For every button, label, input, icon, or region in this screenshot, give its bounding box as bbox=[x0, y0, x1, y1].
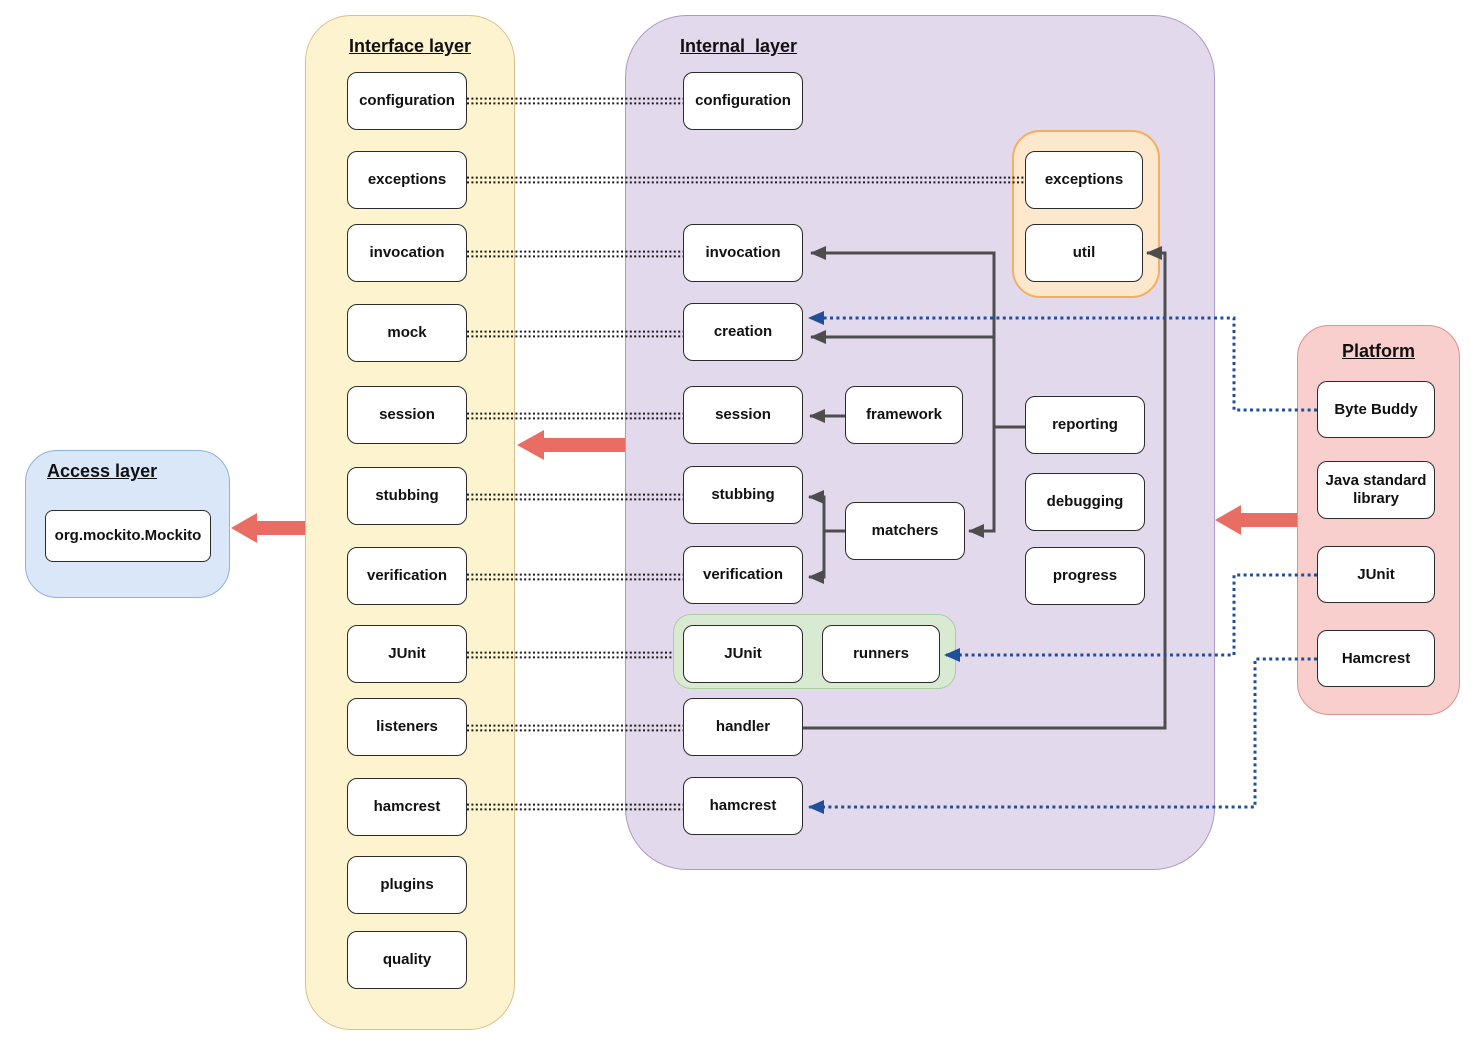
block-arrow-platform-to-internal bbox=[1215, 505, 1297, 535]
internal-node-configuration: configuration bbox=[683, 72, 803, 130]
internal-node-framework: framework bbox=[845, 386, 963, 444]
platform-node-hamcrest: Hamcrest bbox=[1317, 630, 1435, 687]
access-node-org-mockito-mockito: org.mockito.Mockito bbox=[45, 510, 211, 562]
platform-node-byte-buddy: Byte Buddy bbox=[1317, 381, 1435, 438]
access-layer-title: Access layer bbox=[47, 461, 158, 481]
block-arrow-interface-to-access bbox=[231, 513, 305, 543]
interface-node-plugins: plugins bbox=[347, 856, 467, 914]
platform-layer-title: Platform bbox=[1341, 341, 1415, 361]
interface-node-verification: verification bbox=[347, 547, 467, 605]
block-arrow-internal-to-interface bbox=[517, 430, 625, 460]
link-junit-junit bbox=[467, 651, 673, 659]
internal-node-debugging: debugging bbox=[1025, 473, 1145, 531]
internal-node-exceptions: exceptions bbox=[1025, 151, 1143, 209]
interface-node-hamcrest: hamcrest bbox=[347, 778, 467, 836]
link-mock-creation bbox=[467, 330, 683, 338]
link-configuration-configuration bbox=[467, 97, 683, 105]
internal-node-session: session bbox=[683, 386, 803, 444]
internal-node-handler: handler bbox=[683, 698, 803, 756]
internal-layer-title: Internal layer bbox=[680, 36, 798, 56]
internal-node-creation: creation bbox=[683, 303, 803, 361]
link-platform-hamcrest-hamcrest bbox=[808, 657, 1317, 814]
internal-node-verification: verification bbox=[683, 546, 803, 604]
link-hamcrest-hamcrest bbox=[467, 803, 683, 811]
interface-node-exceptions: exceptions bbox=[347, 151, 467, 209]
link-platform-junit-runners bbox=[944, 573, 1317, 662]
interface-layer-title: Interface layer bbox=[348, 36, 472, 56]
interface-node-quality: quality bbox=[347, 931, 467, 989]
link-bytebuddy-creation bbox=[808, 311, 1317, 412]
link-invocation-invocation bbox=[467, 250, 683, 258]
interface-node-stubbing: stubbing bbox=[347, 467, 467, 525]
link-listeners-handler bbox=[467, 724, 683, 732]
link-exceptions-exceptions bbox=[467, 176, 1025, 184]
internal-node-stubbing: stubbing bbox=[683, 466, 803, 524]
link-session-session bbox=[467, 412, 683, 420]
platform-node-junit: JUnit bbox=[1317, 546, 1435, 603]
arrow-matchers-stubbing bbox=[808, 490, 845, 533]
internal-node-matchers: matchers bbox=[845, 502, 965, 560]
arrow-matchers-verification bbox=[808, 531, 826, 584]
interface-node-invocation: invocation bbox=[347, 224, 467, 282]
internal-node-runners: runners bbox=[822, 625, 940, 683]
internal-node-junit: JUnit bbox=[683, 625, 803, 683]
interface-node-session: session bbox=[347, 386, 467, 444]
link-stubbing-stubbing bbox=[467, 493, 683, 501]
platform-node-java-standard-library: Java standard library bbox=[1317, 461, 1435, 519]
arrow-handler-util bbox=[803, 246, 1167, 730]
internal-node-reporting: reporting bbox=[1025, 396, 1145, 454]
interface-node-listeners: listeners bbox=[347, 698, 467, 756]
internal-node-util: util bbox=[1025, 224, 1143, 282]
interface-node-junit: JUnit bbox=[347, 625, 467, 683]
interface-node-mock: mock bbox=[347, 304, 467, 362]
link-verification-verification bbox=[467, 573, 683, 581]
internal-node-hamcrest: hamcrest bbox=[683, 777, 803, 835]
arrow-reporting-branches bbox=[810, 246, 1025, 538]
internal-node-invocation: invocation bbox=[683, 224, 803, 282]
interface-node-configuration: configuration bbox=[347, 72, 467, 130]
internal-node-progress: progress bbox=[1025, 547, 1145, 605]
